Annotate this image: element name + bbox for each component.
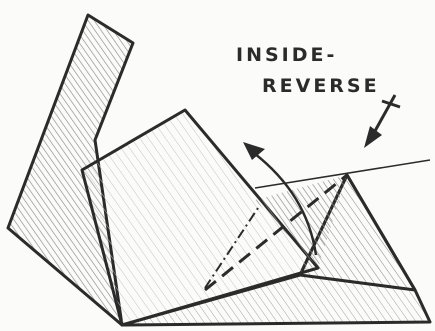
annotation-line1: INSIDE- — [236, 44, 337, 66]
annotation-line2: REVERSE — [262, 75, 380, 97]
push-arrow-head-icon — [364, 126, 382, 148]
arrow-head-icon — [243, 142, 265, 160]
